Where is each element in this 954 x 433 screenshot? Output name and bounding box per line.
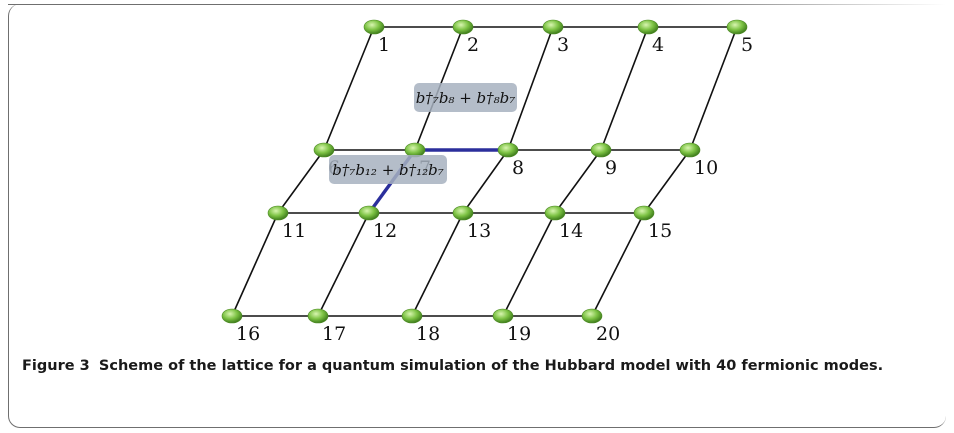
node-label-15: 15	[648, 220, 672, 242]
lattice-node-19	[492, 308, 514, 324]
lattice-node-10	[679, 142, 701, 158]
operator-labels: b†₇b₈ + b†₈b₇ b†₇b₁₂ + b†₁₂b₇	[329, 83, 517, 184]
operator-label-7-8: b†₇b₈ + b†₈b₇	[416, 89, 516, 107]
caption-text: Scheme of the lattice for a quantum simu…	[98, 358, 884, 374]
lattice-edge	[507, 26, 554, 151]
lattice-edge	[462, 149, 509, 214]
lattice-edge	[600, 26, 649, 151]
node-label-5: 5	[741, 34, 753, 56]
lattice-node-18	[401, 308, 423, 324]
lattice-node-9	[590, 142, 612, 158]
node-label-18: 18	[416, 323, 440, 345]
lattice-edge	[643, 149, 691, 214]
lattice-edge	[591, 212, 645, 317]
lattice-node-14	[544, 205, 566, 221]
node-label-1: 1	[378, 34, 390, 56]
lattice-diagram: 1234567891011121314151617181920 b†₇b₈ + …	[221, 19, 753, 345]
node-label-4: 4	[652, 34, 664, 56]
node-label-10: 10	[694, 157, 718, 179]
lattice-edge	[317, 212, 370, 317]
node-label-16: 16	[236, 323, 260, 345]
lattice-node-16	[221, 308, 243, 324]
operator-label-7-12: b†₇b₁₂ + b†₁₂b₇	[332, 161, 444, 179]
lattice-edge	[411, 212, 464, 317]
operator-box-7-8	[414, 83, 517, 112]
node-label-19: 19	[507, 323, 531, 345]
lattice-node-5	[726, 19, 748, 35]
lattice-node-17	[307, 308, 329, 324]
lattice-edge	[231, 212, 279, 317]
node-label-20: 20	[596, 323, 620, 345]
lattice-nodes	[221, 19, 748, 324]
lattice-node-11	[267, 205, 289, 221]
node-label-14: 14	[559, 220, 583, 242]
lattice-node-15	[633, 205, 655, 221]
lattice-edge	[277, 149, 325, 214]
lattice-node-8	[497, 142, 519, 158]
node-label-17: 17	[322, 323, 346, 345]
lattice-node-7	[404, 142, 426, 158]
lattice-edge	[502, 212, 556, 317]
lattice-edge	[554, 149, 602, 214]
operator-box-7-12	[329, 155, 447, 184]
figure-label: Figure 3	[22, 358, 90, 374]
node-labels: 1234567891011121314151617181920	[236, 34, 753, 345]
lattice-node-4	[637, 19, 659, 35]
lattice-node-6	[313, 142, 335, 158]
node-label-9: 9	[605, 157, 617, 179]
lattice-node-13	[452, 205, 474, 221]
lattice-edges	[231, 26, 738, 317]
node-label-3: 3	[557, 34, 569, 56]
lattice-node-1	[363, 19, 385, 35]
node-label-12: 12	[373, 220, 397, 242]
lattice-node-2	[452, 19, 474, 35]
figure-frame-top	[8, 4, 946, 5]
lattice-node-3	[542, 19, 564, 35]
figure-caption: Figure 3 Scheme of the lattice for a qua…	[22, 355, 922, 377]
lattice-edge	[323, 26, 375, 151]
node-label-11: 11	[282, 220, 306, 242]
node-label-2: 2	[467, 34, 479, 56]
node-label-13: 13	[467, 220, 491, 242]
lattice-node-20	[581, 308, 603, 324]
figure-frame	[8, 4, 946, 428]
node-label-8: 8	[512, 157, 524, 179]
lattice-edge	[689, 26, 738, 151]
lattice-node-12	[358, 205, 380, 221]
